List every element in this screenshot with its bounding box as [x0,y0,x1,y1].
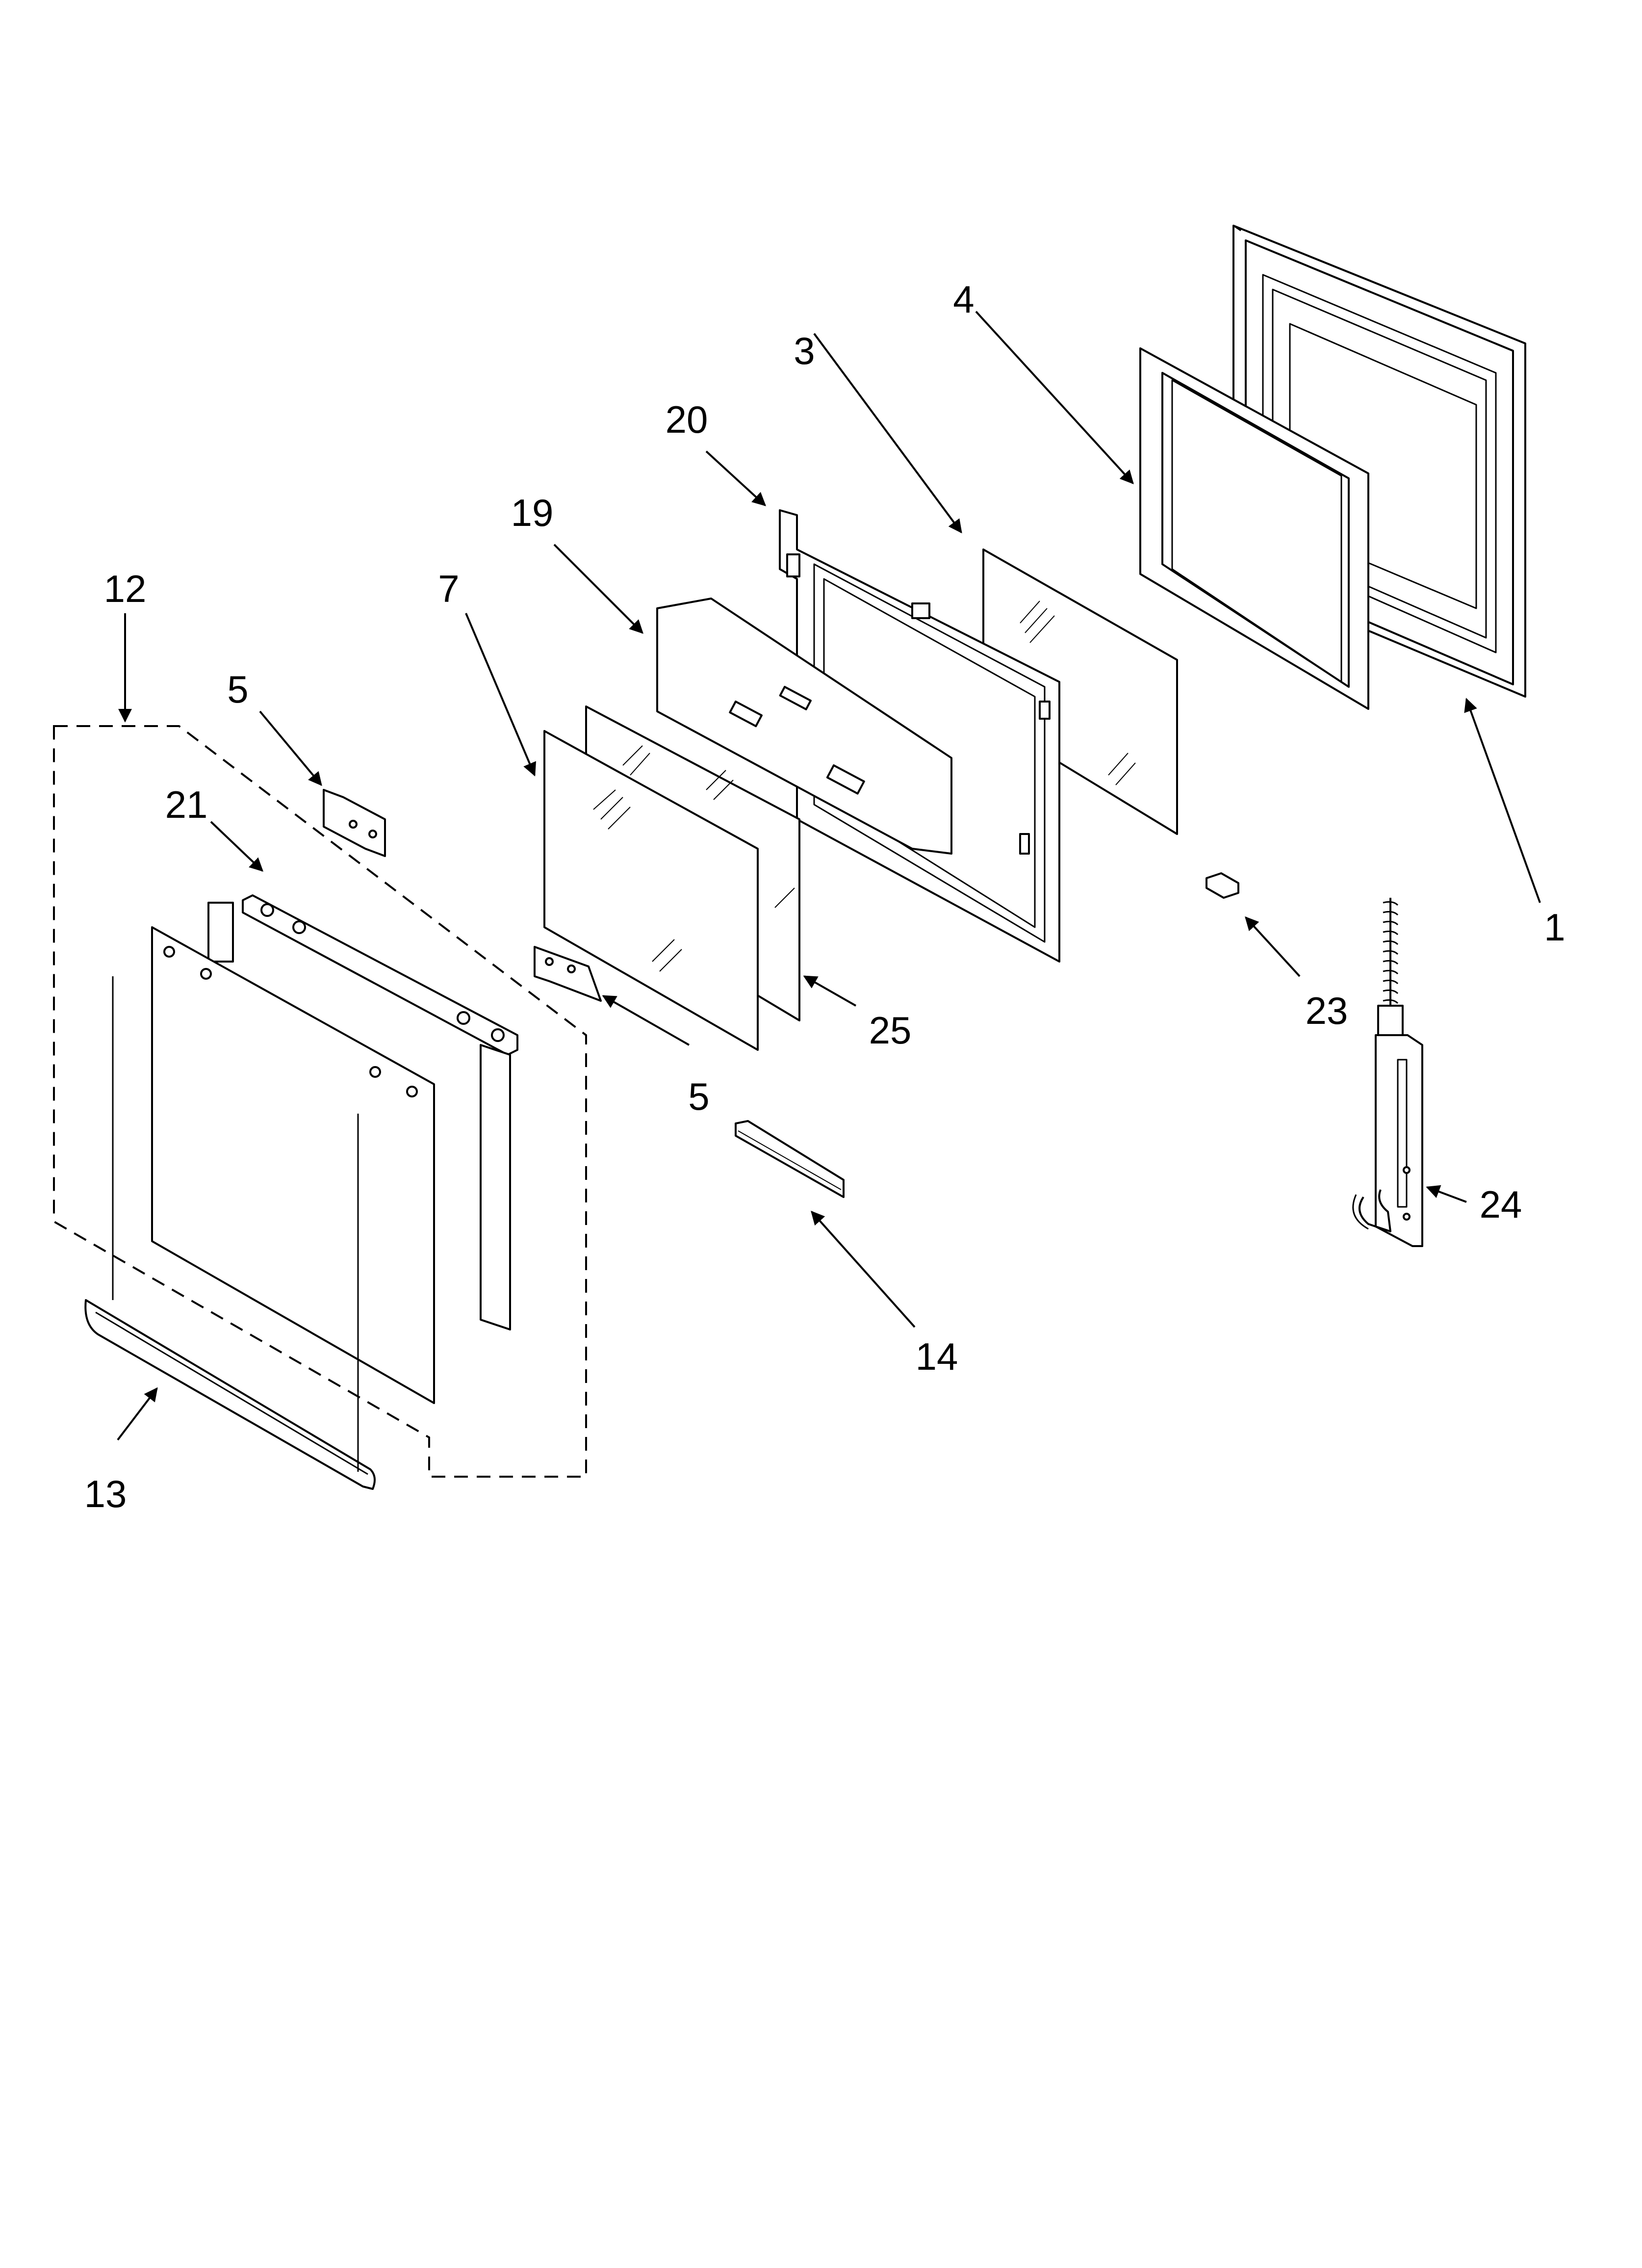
callout-13: 13 [84,1472,127,1515]
callout-3: 3 [794,329,815,372]
callout-20: 20 [665,398,708,441]
callout-5-lower: 5 [688,1075,710,1118]
part-13-bottom-trim [84,1299,376,1490]
part-4-inner-frame [1139,347,1369,710]
part-5-upper-clip [323,789,386,857]
callout-12: 12 [103,567,147,610]
callout-4: 4 [953,278,975,321]
assembly-12-boundary [53,725,587,1478]
callout-14: 14 [915,1335,958,1378]
part-23-bumper [1206,872,1239,899]
part-24-hinge [1352,898,1423,1247]
projection-lines [112,976,359,1472]
callout-23: 23 [1305,989,1348,1032]
callout-19: 19 [511,491,554,534]
part-19-insulation-baffle [656,598,952,855]
callout-1: 1 [1544,906,1565,949]
callout-21: 21 [165,783,208,826]
part-5-lower-clip [534,946,602,1002]
part-7-inner-glass [543,730,759,1051]
callout-25: 25 [869,1009,912,1052]
part-12-outer-door [151,902,511,1404]
callout-7: 7 [438,567,460,610]
callout-24: 24 [1479,1183,1522,1226]
part-14-vent-strip [735,1120,845,1198]
callout-5-upper: 5 [227,668,249,711]
leader-arrows [117,311,1541,1441]
part-21-hinge-strip [242,894,518,1056]
